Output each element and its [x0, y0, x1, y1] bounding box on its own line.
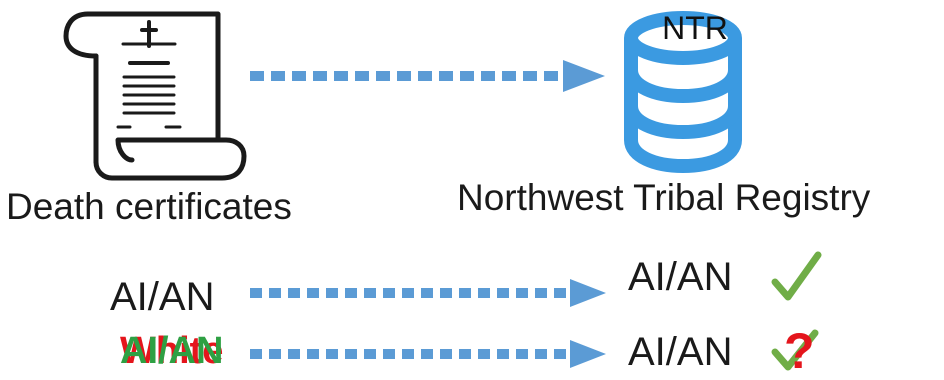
check-icon [771, 329, 819, 371]
database-label: NTR [662, 10, 728, 46]
arrow-top [250, 60, 605, 92]
arrow-row2 [250, 340, 606, 368]
row2-struck-race: White [120, 330, 224, 372]
registry-label: Northwest Tribal Registry [457, 177, 871, 218]
row2-registry-race: AI/AN [628, 330, 733, 374]
death-certificates-label: Death certificates [6, 186, 292, 227]
question-mark-icon: ? [784, 323, 815, 379]
row2-overlay-race: AI/AN [120, 330, 224, 372]
row2-source-race: White AI/AN [120, 330, 250, 374]
database-icon [624, 11, 742, 174]
row1-source-race: AI/AN [110, 275, 215, 319]
row1-registry-race: AI/AN [628, 255, 733, 299]
arrow-row1 [250, 279, 606, 307]
check-icon [771, 251, 822, 301]
death-certificate-scroll-icon [63, 11, 247, 181]
